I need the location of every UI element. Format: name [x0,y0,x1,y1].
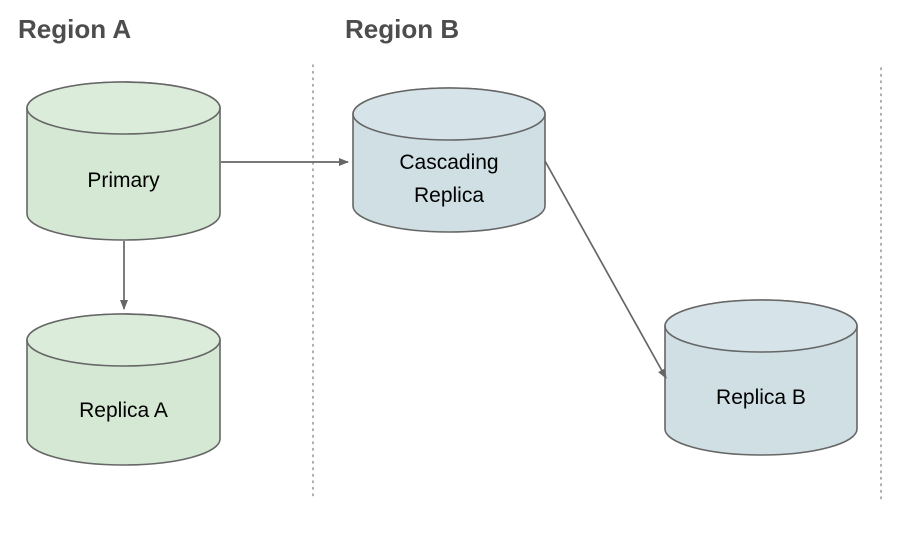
node-replica-b[interactable]: Replica B [664,299,858,456]
primary-cylinder-top [26,81,221,135]
replica-b-label: Replica B [716,386,806,409]
cascading-replica-label-line-2: Replica [414,184,484,207]
region-a-title: Region A [18,14,131,44]
cascading-replica-cylinder-top [352,87,546,141]
replica-a-cylinder-top [26,313,221,367]
cascading-replica-label-line-1: Cascading [399,151,498,174]
node-replica-a[interactable]: Replica A [26,313,221,466]
replica-a-label: Replica A [79,399,168,422]
edge-cascading-replica-to-replica-b[interactable] [544,160,667,379]
region-b-title: Region B [345,14,459,44]
primary-label: Primary [87,169,160,192]
diagram-edges [120,158,667,379]
node-cascading-replica[interactable]: Cascading Replica [352,87,546,233]
region-titles: Region A Region B [18,14,459,44]
replica-b-cylinder-top [664,299,858,353]
region-dividers [312,64,882,501]
node-primary[interactable]: Primary [26,81,221,241]
